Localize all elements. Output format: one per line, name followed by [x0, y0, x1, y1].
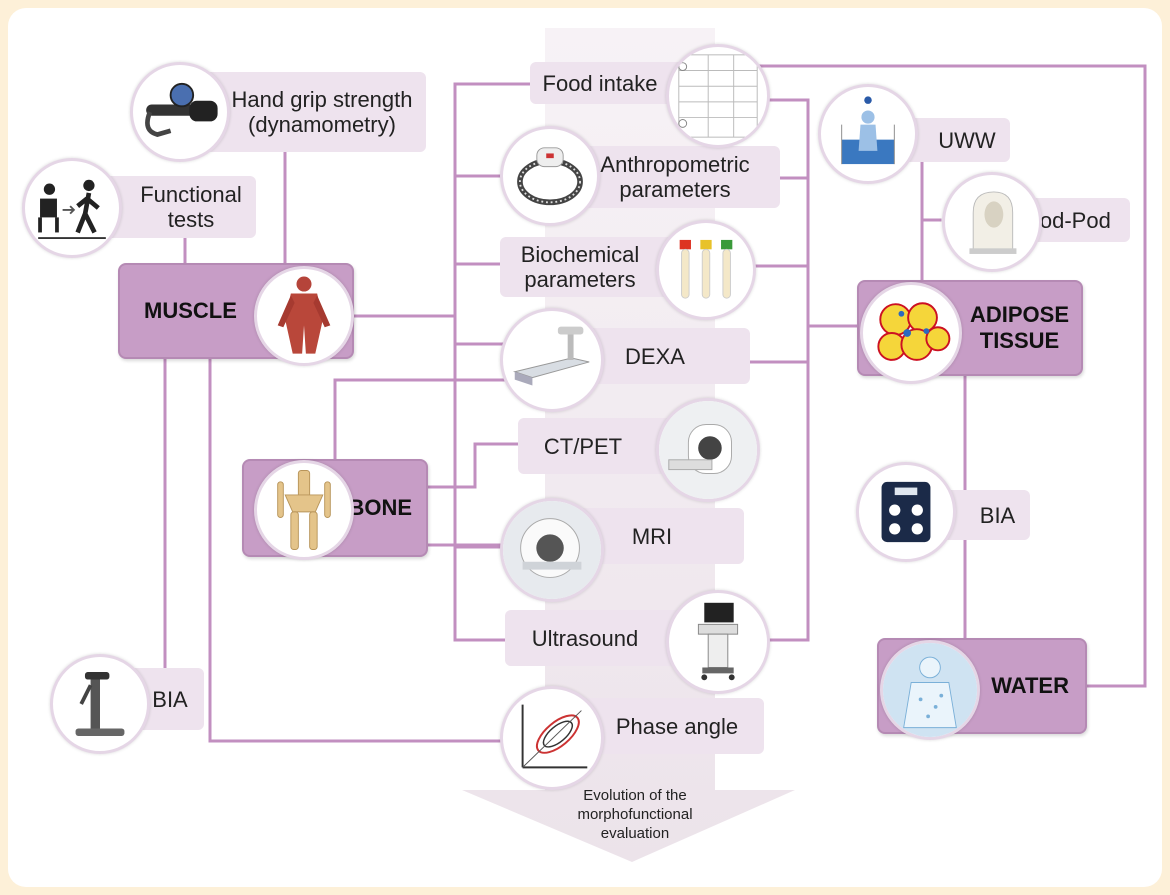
measuring-tape-icon: [500, 126, 600, 226]
food-diary-icon: [666, 44, 770, 148]
water-body-icon: [880, 640, 980, 740]
underwater-weighing-icon: [818, 84, 918, 184]
dynamometer-icon: [130, 62, 230, 162]
evolution-label: Evolution of the morphofunctional evalua…: [577, 787, 693, 842]
dexa-scanner-icon: [500, 308, 604, 412]
blood-tubes-icon: [656, 220, 756, 320]
phase-angle-graph-icon: [500, 686, 604, 790]
muscle-anatomy-icon: [254, 266, 354, 366]
body-composition-scale-icon: [50, 654, 150, 754]
line-food-water: [758, 64, 1147, 688]
mri-scanner-icon: [500, 498, 604, 602]
skeleton-icon: [254, 460, 354, 560]
line-bone-ctpet: [426, 442, 520, 489]
bod-pod-icon: [942, 172, 1042, 272]
functional-test-icon: [22, 158, 122, 258]
ct-scanner-icon: [656, 398, 760, 502]
line-muscle-phaseangle: [208, 358, 507, 743]
line-bone-dexa: [333, 378, 505, 460]
ultrasound-machine-icon: [666, 590, 770, 694]
bia-scale-icon: [856, 462, 956, 562]
fat-cells-icon: [860, 282, 962, 384]
line-right-bus: [758, 98, 810, 642]
